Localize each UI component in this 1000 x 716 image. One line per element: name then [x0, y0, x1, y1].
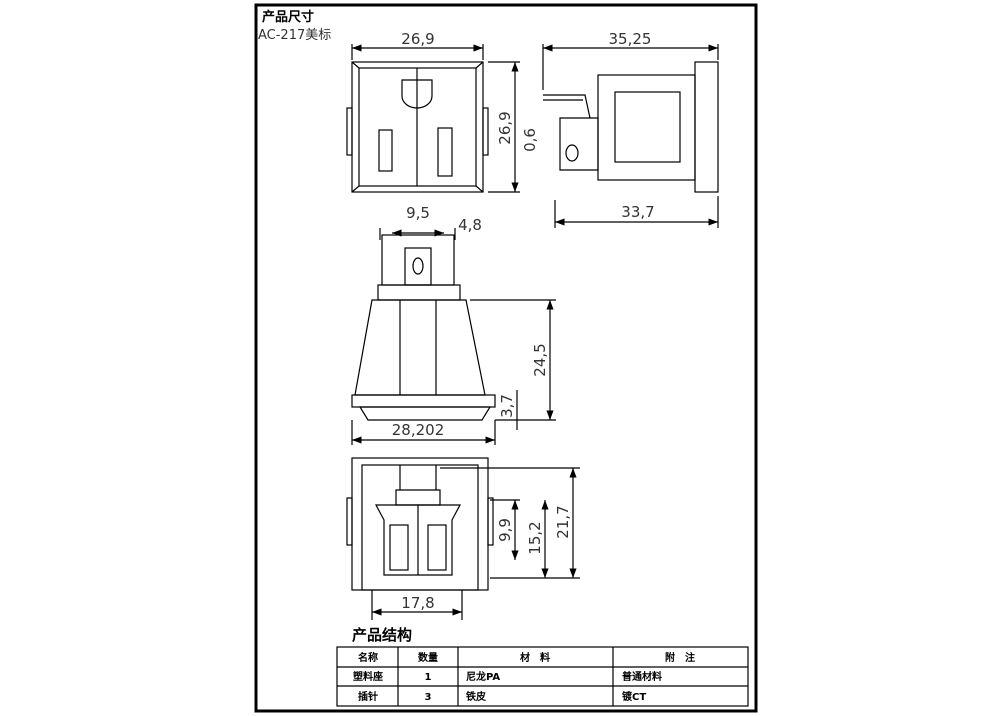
dim-flange-width: 28,202	[392, 421, 445, 439]
header-name: 名称	[358, 651, 378, 664]
bottom-view	[346, 457, 580, 620]
dim-front-height: 26,9	[496, 111, 514, 144]
cell: 插针	[358, 690, 378, 703]
table-row: 塑料座 1 尼龙PA 普通材料	[353, 670, 662, 683]
dim-bottom-inner: 9,9	[496, 518, 514, 542]
structure-title: 产品结构	[352, 626, 412, 644]
cell: 3	[425, 692, 432, 703]
cell: 1	[425, 672, 432, 683]
dim-bottom-total: 21,7	[554, 505, 572, 538]
dim-flange-height: 3,7	[498, 394, 516, 418]
cell: 尼龙PA	[466, 670, 500, 683]
cell: 塑料座	[353, 670, 383, 683]
header-material: 材 料	[520, 651, 550, 664]
table-header-row: 名称 数量 材 料 附 注	[358, 651, 695, 664]
drawing-frame	[254, 3, 758, 713]
section-title: 产品尺寸	[262, 9, 314, 25]
model-label: AC-217美标	[258, 28, 331, 43]
dim-side-body: 33,7	[621, 203, 654, 221]
side-view	[542, 44, 719, 228]
dim-side-length: 35,25	[609, 30, 652, 48]
header-notes: 附 注	[665, 651, 695, 664]
cell: 普通材料	[622, 670, 662, 683]
elevation-view	[351, 228, 556, 445]
structure-table	[336, 646, 749, 707]
dim-bottom-mid: 15,2	[526, 521, 544, 554]
front-view	[346, 44, 520, 193]
cell: 镀CT	[622, 690, 646, 703]
cell: 铁皮	[466, 690, 486, 703]
header-qty: 数量	[418, 651, 438, 664]
dim-body-height: 24,5	[531, 343, 549, 376]
dim-pin-width: 4,8	[458, 216, 482, 234]
dim-bottom-width: 17,8	[401, 594, 434, 612]
dim-side-thickness: 0,6	[521, 128, 539, 152]
dim-pin-spacing: 9,5	[406, 204, 430, 222]
table-row: 插针 3 铁皮 镀CT	[358, 690, 646, 703]
dim-front-width: 26,9	[401, 30, 434, 48]
